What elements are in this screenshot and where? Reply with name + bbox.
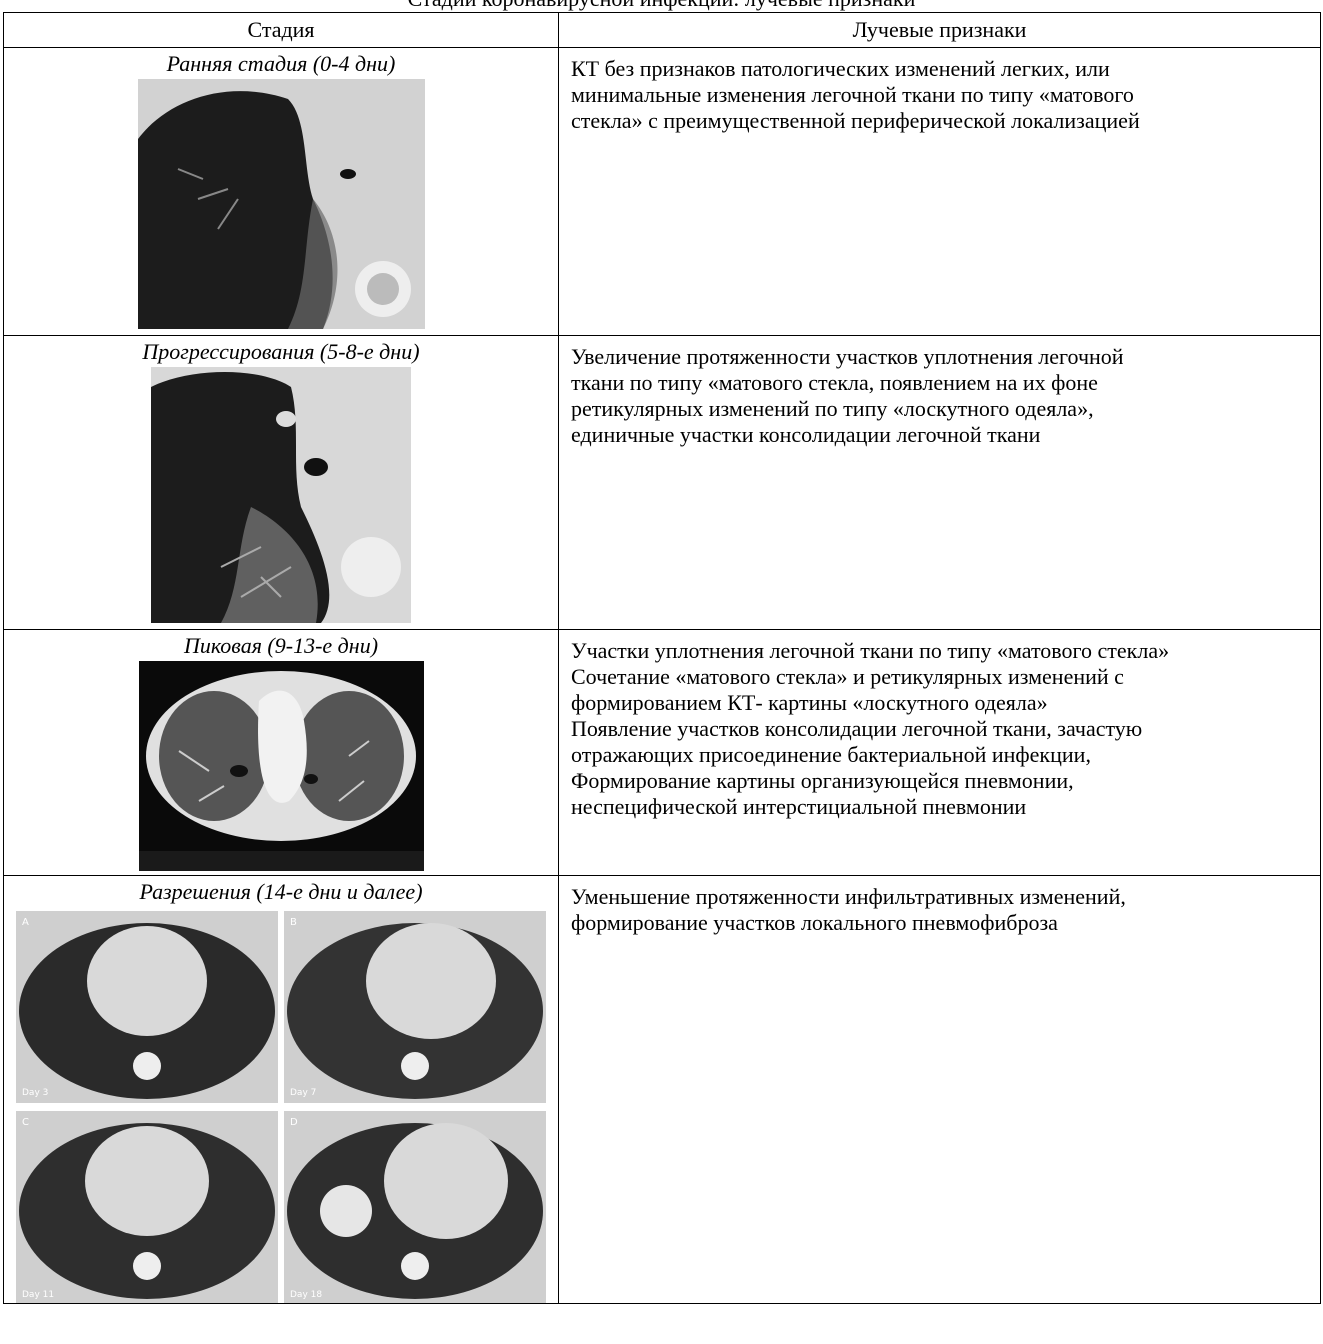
signs-text: отражающих присоединение бактериальной и… bbox=[571, 742, 1091, 767]
ct-panel: A Day 3 bbox=[16, 911, 278, 1103]
stage-label: Пиковая (9-13-е дни) bbox=[183, 633, 379, 658]
panel-day: Day 7 bbox=[290, 1088, 316, 1098]
signs-cell: Увеличение протяженности участков уплотн… bbox=[558, 335, 1321, 630]
signs-text: ткани по типу «матового стекла, появлени… bbox=[571, 370, 1098, 395]
signs-text: КТ без признаков патологических изменени… bbox=[571, 56, 1110, 81]
table-caption: Стадии коронавирусной инфекции: лучевые … bbox=[0, 0, 1323, 11]
signs-text: Уменьшение протяженности инфильтративных… bbox=[571, 884, 1126, 909]
ct-panel: D Day 18 bbox=[284, 1111, 546, 1303]
stage-cell: Прогрессирования (5-8-е дни) bbox=[3, 335, 559, 630]
ct-scan-image bbox=[137, 79, 425, 329]
header-stage: Стадия bbox=[3, 12, 559, 48]
panel-day: Day 11 bbox=[22, 1290, 54, 1300]
ct-scan-image bbox=[138, 661, 424, 871]
panel-letter: B bbox=[290, 917, 297, 928]
signs-cell: КТ без признаков патологических изменени… bbox=[558, 47, 1321, 336]
signs-text: Появление участков консолидации легочной… bbox=[571, 716, 1143, 741]
panel-letter: A bbox=[22, 917, 29, 928]
stage-label: Ранняя стадия (0-4 дни) bbox=[166, 51, 396, 76]
signs-text: стекла» с преимущественной периферическо… bbox=[571, 108, 1140, 133]
signs-cell: Участки уплотнения легочной ткани по тип… bbox=[558, 629, 1321, 876]
signs-text: Сочетание «матового стекла» и ретикулярн… bbox=[571, 664, 1124, 689]
ct-panel: B Day 7 bbox=[284, 911, 546, 1103]
signs-text: единичные участки консолидации легочной … bbox=[571, 422, 1041, 447]
ct-scan-image bbox=[151, 367, 411, 623]
ct-panel: C Day 11 bbox=[16, 1111, 278, 1303]
signs-text: формированием КТ- картины «лоскутного од… bbox=[571, 690, 1048, 715]
signs-text: неспецифической интерстициальной пневмон… bbox=[571, 794, 1027, 819]
signs-text: Участки уплотнения легочной ткани по тип… bbox=[571, 638, 1170, 663]
signs-cell: Уменьшение протяженности инфильтративных… bbox=[558, 875, 1321, 1304]
panel-letter: C bbox=[22, 1117, 29, 1128]
signs-text: Увеличение протяженности участков уплотн… bbox=[571, 344, 1124, 369]
signs-text: минимальные изменения легочной ткани по … bbox=[571, 82, 1134, 107]
stage-cell: Разрешения (14-е дни и далее) A Day 3 B bbox=[3, 875, 559, 1304]
panel-day: Day 3 bbox=[22, 1088, 48, 1098]
table-row: Пиковая (9-13-е дни) Участки уплотнения … bbox=[3, 629, 1321, 876]
ct-scan-grid: A Day 3 B Day 7 C Day 11 bbox=[16, 911, 546, 1303]
signs-text: ретикулярных изменений по типу «лоскутно… bbox=[571, 396, 1094, 421]
stage-label: Разрешения (14-е дни и далее) bbox=[139, 879, 423, 904]
stage-cell: Ранняя стадия (0-4 дни) bbox=[3, 47, 559, 336]
table-row: Разрешения (14-е дни и далее) A Day 3 B bbox=[3, 875, 1321, 1304]
stage-label: Прогрессирования (5-8-е дни) bbox=[142, 339, 420, 364]
table-row: Прогрессирования (5-8-е дни) Увеличение … bbox=[3, 335, 1321, 630]
table-row: Ранняя стадия (0-4 дни) КТ без признаков… bbox=[3, 47, 1321, 336]
ct-stages-table: Стадия Лучевые признаки Ранняя стадия (0… bbox=[3, 12, 1321, 1304]
header-signs: Лучевые признаки bbox=[558, 12, 1321, 48]
signs-text: формирование участков локального пневмоф… bbox=[571, 910, 1058, 935]
panel-day: Day 18 bbox=[290, 1290, 322, 1300]
signs-text: Формирование картины организующейся пнев… bbox=[571, 768, 1074, 793]
stage-cell: Пиковая (9-13-е дни) bbox=[3, 629, 559, 876]
panel-letter: D bbox=[290, 1117, 298, 1128]
table-header-row: Стадия Лучевые признаки bbox=[3, 12, 1321, 48]
